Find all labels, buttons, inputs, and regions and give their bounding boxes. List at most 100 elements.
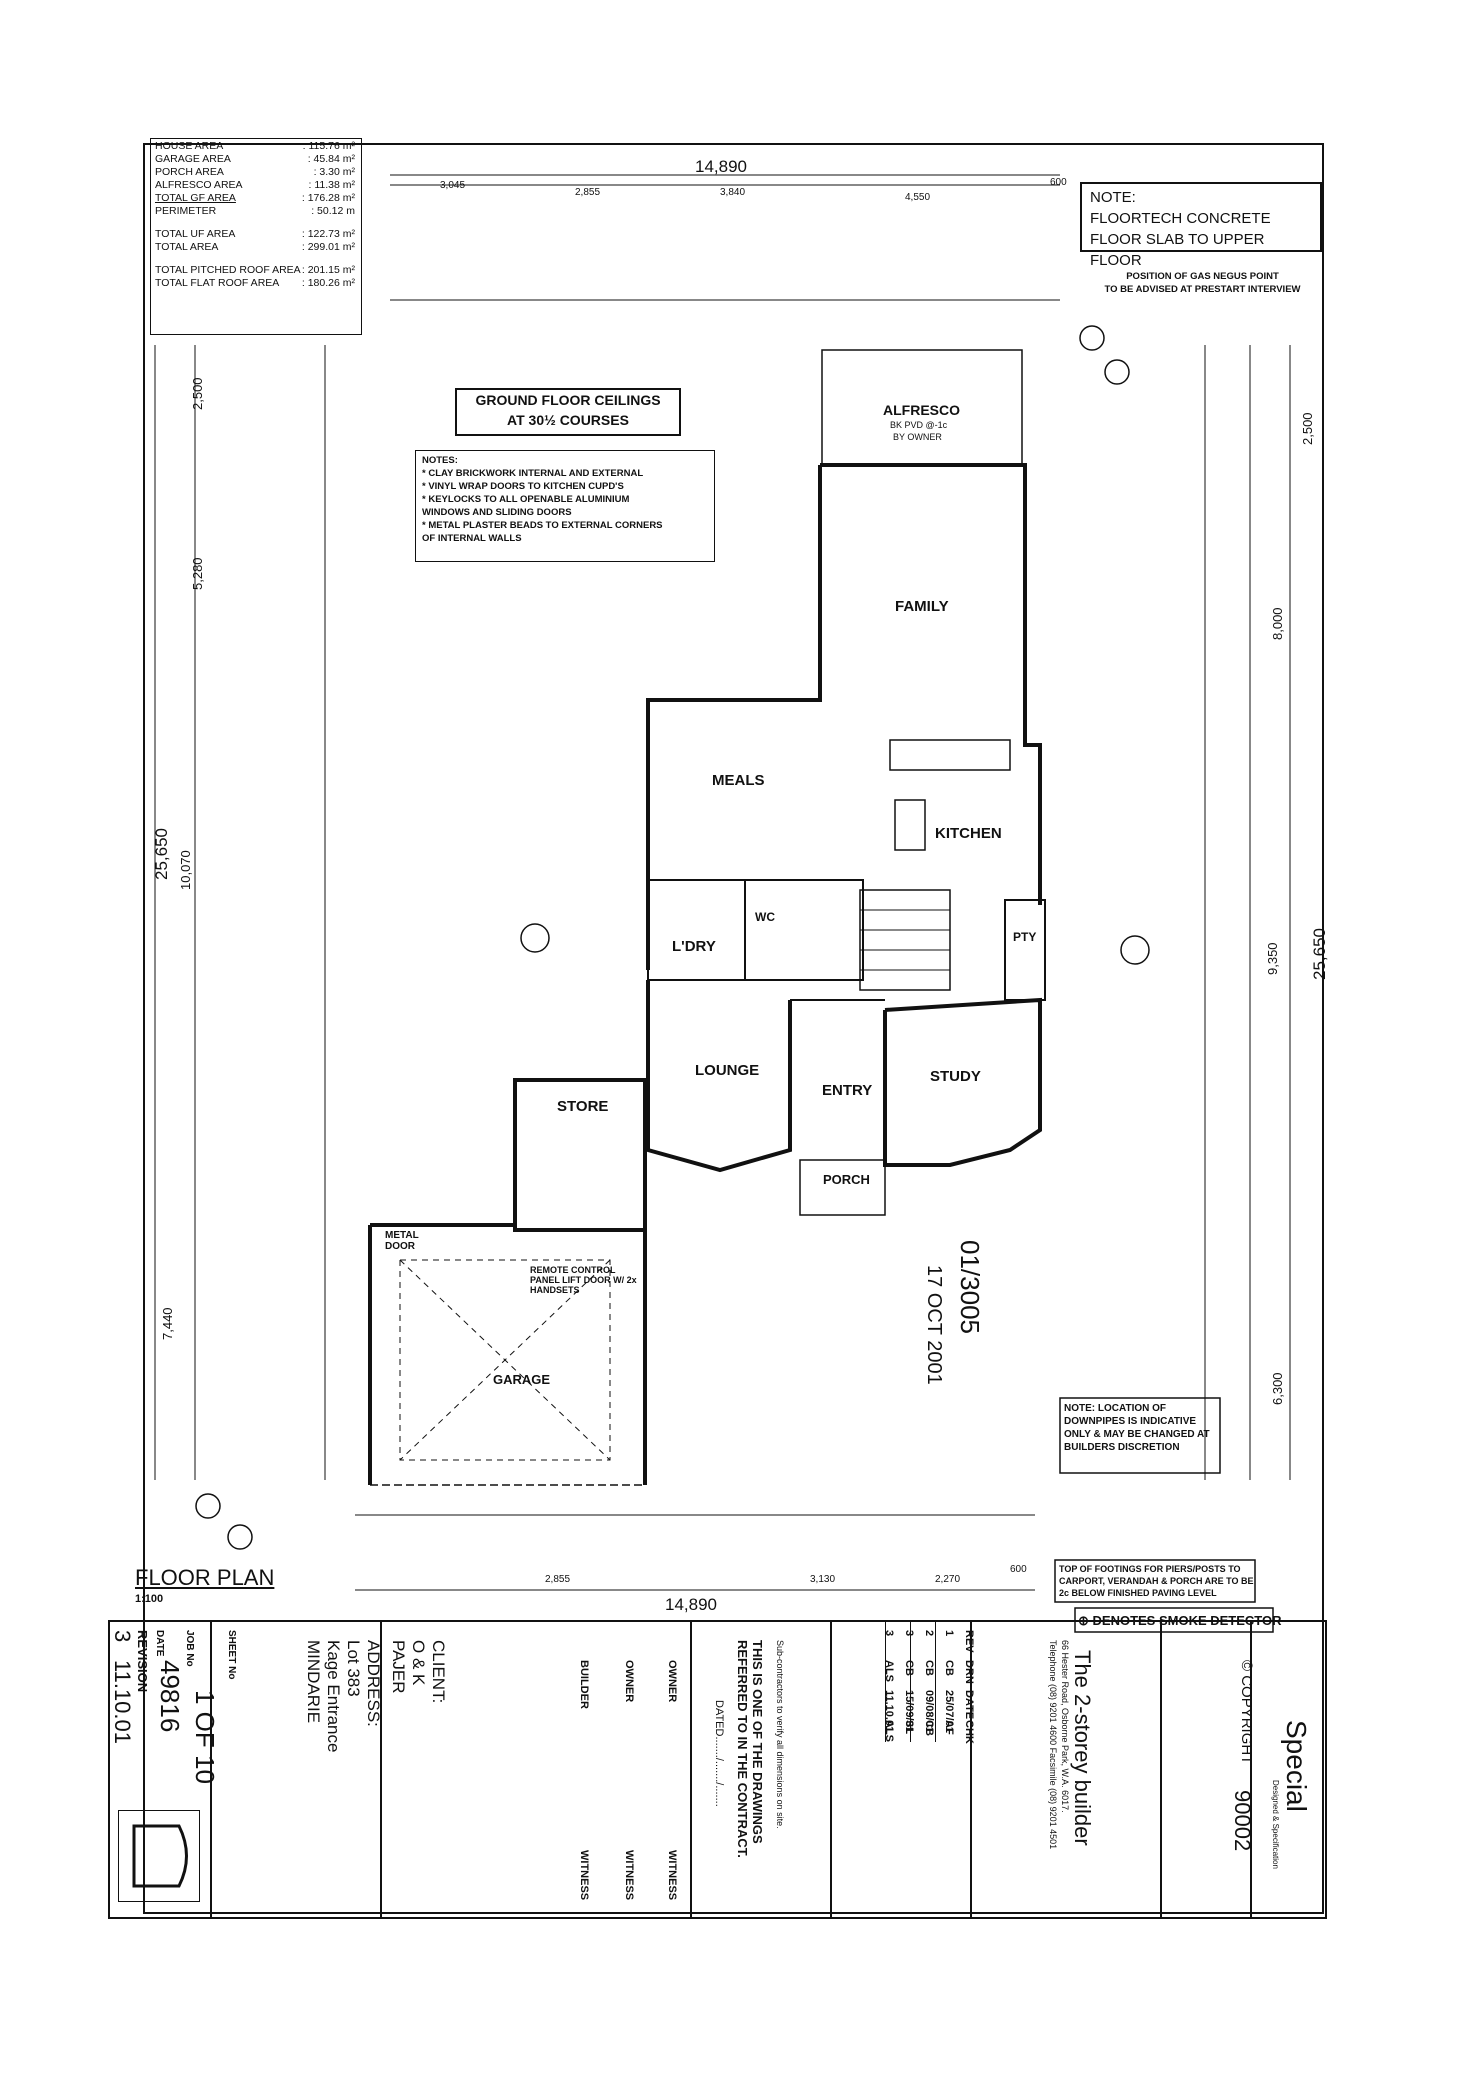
area-row: PORCH AREA : 3.30 m² (155, 166, 355, 179)
area-label: ALFRESCO AREA (155, 179, 243, 191)
kitchen-island (894, 799, 926, 851)
dim-top-1: 3,045 (440, 180, 465, 191)
area-row: HOUSE AREA: 115.76 m² (155, 140, 355, 153)
company-logo (118, 1810, 200, 1902)
approval-stamp-number: 01/3005 (955, 1240, 985, 1334)
note-line-1: FLOORTECH CONCRETE (1090, 210, 1271, 227)
address-label: ADDRESS: (364, 1640, 383, 1727)
area-label: TOTAL GF AREA (155, 192, 236, 204)
area-schedule-border (150, 138, 362, 335)
rev-cell: ALS (883, 1720, 895, 1742)
room-alfresco: ALFRESCO (883, 402, 960, 418)
logo-icon (132, 1824, 188, 1888)
contract-line-1: THIS IS ONE OF THE DRAWINGS (750, 1640, 765, 1844)
rev-cell: 2 (923, 1630, 935, 1637)
area-row: TOTAL FLAT ROOF AREA: 180.26 m² (155, 277, 355, 290)
dim-left-a: 10,070 (178, 850, 193, 890)
model-number: 90002 (1230, 1790, 1255, 1852)
company-telephone: Telephone (08) 9201 4600 Facsimile (08) … (1048, 1640, 1058, 1850)
copyright-label: © COPYRIGHT (1238, 1660, 1255, 1765)
construction-notes: NOTES: * CLAY BRICKWORK INTERNAL AND EXT… (415, 450, 715, 562)
room-lounge: LOUNGE (695, 1062, 760, 1079)
section-marker-4 (1104, 359, 1130, 385)
dim-bottom-overall: 14,890 (665, 1595, 717, 1614)
company-name: The 2-storey builder (1070, 1650, 1095, 1846)
revision-number: 3 (110, 1630, 135, 1643)
room-laundry: L'DRY (672, 938, 716, 955)
client-line-1: O & K (409, 1640, 428, 1686)
sheet-label: SHEET No (226, 1630, 237, 1680)
area-value: : 176.28 m² (301, 192, 355, 204)
room-study: STUDY (930, 1068, 981, 1085)
remote-door-label: REMOTE CONTROL PANEL LIFT DOOR W/ 2x HAN… (530, 1265, 637, 1295)
address-line-3: MINDARIE (304, 1640, 323, 1724)
laundry-wc-block (647, 879, 864, 981)
pantry (1004, 899, 1046, 1001)
area-value: : 201.15 m² (301, 264, 355, 276)
room-store: STORE (557, 1098, 609, 1115)
client-label: CLIENT: (429, 1640, 448, 1704)
room-wc: WC (755, 910, 775, 924)
revision-date: 11.10.01 (110, 1660, 135, 1745)
footings-note: TOP OF FOOTINGS FOR PIERS/POSTS TO CARPO… (1059, 1564, 1254, 1598)
ceiling-note-line-2: AT 30½ COURSES (507, 412, 629, 428)
contract-line-2: REFERRED TO IN THE CONTRACT. (735, 1640, 750, 1858)
section-marker-x-right (1120, 935, 1150, 965)
section-marker-x-left (520, 923, 550, 953)
area-label: HOUSE AREA (155, 140, 224, 152)
dim-left-c: 5,280 (190, 557, 205, 590)
dim-right-a: 9,350 (1265, 942, 1280, 975)
family-walls (820, 463, 1042, 905)
ceiling-note-line-1: GROUND FLOOR CEILINGS (475, 392, 661, 408)
room-garage: GARAGE (493, 1372, 551, 1387)
alfresco-sub-2: BY OWNER (893, 432, 942, 442)
meals-walls (646, 465, 822, 970)
area-label: PORCH AREA (155, 166, 224, 178)
rev-header-cell: DRN (963, 1660, 975, 1684)
area-row: TOTAL AREA: 299.01 m² (155, 241, 355, 254)
section-marker-2 (195, 1493, 221, 1519)
footings-note-box (1054, 1559, 1256, 1603)
special-title: Special (1281, 1720, 1312, 1812)
area-value: : 180.26 m² (301, 277, 355, 289)
dim-right-overall: 25,650 (1310, 928, 1329, 980)
floor-plan-title: FLOOR PLAN (135, 1565, 275, 1590)
company-address: 66 Hester Road, Osborne Park, W.A. 6017. (1060, 1640, 1070, 1813)
revision-label: REVISION (135, 1630, 150, 1693)
room-pantry: PTY (1013, 930, 1037, 944)
dim-bottom-1: 2,855 (545, 1574, 570, 1585)
dated-line: DATED......./......./....... (713, 1700, 725, 1807)
area-row: TOTAL UF AREA: 122.73 m² (155, 228, 355, 241)
dim-bottom-3: 2,270 (935, 1574, 960, 1585)
note-item: * VINYL WRAP DOORS TO KITCHEN CUPD'S (422, 481, 624, 492)
rev-header-cell: REV (963, 1630, 975, 1653)
rev-header-cell: DATE (963, 1690, 975, 1720)
rev-cell: ALS (883, 1660, 895, 1682)
rev-cell: CB (943, 1660, 955, 1676)
date-label: DATE (154, 1630, 165, 1657)
dim-right-b: 8,000 (1270, 607, 1285, 640)
metal-door-label: METAL DOOR (385, 1230, 419, 1252)
kitchen-bench (889, 739, 1011, 771)
witness-label-3: WITNESS (666, 1850, 678, 1901)
job-label: JOB No (184, 1630, 195, 1667)
address-line-2: Kage Entrance (324, 1640, 343, 1753)
area-value: : 45.84 m² (307, 153, 355, 165)
porch-outline (799, 1159, 886, 1216)
room-porch: PORCH (823, 1172, 870, 1187)
owner-label-1: OWNER (623, 1660, 635, 1703)
area-row: PERIMETER: 50.12 m (155, 205, 355, 218)
rev-cell: 1 (943, 1630, 955, 1637)
garage-walls (370, 1078, 647, 1485)
room-family: FAMILY (895, 598, 949, 615)
area-label: GARAGE AREA (155, 153, 231, 165)
special-subtitle: Designed & Specification (1271, 1780, 1280, 1869)
rev-cell: SL (903, 1720, 915, 1735)
lower-walls (646, 980, 792, 1173)
area-label: PERIMETER (155, 205, 217, 217)
area-value: : 3.30 m² (313, 166, 355, 178)
note-item: * CLAY BRICKWORK INTERNAL AND EXTERNAL (422, 468, 644, 479)
dim-bottom-2: 3,130 (810, 1574, 835, 1585)
